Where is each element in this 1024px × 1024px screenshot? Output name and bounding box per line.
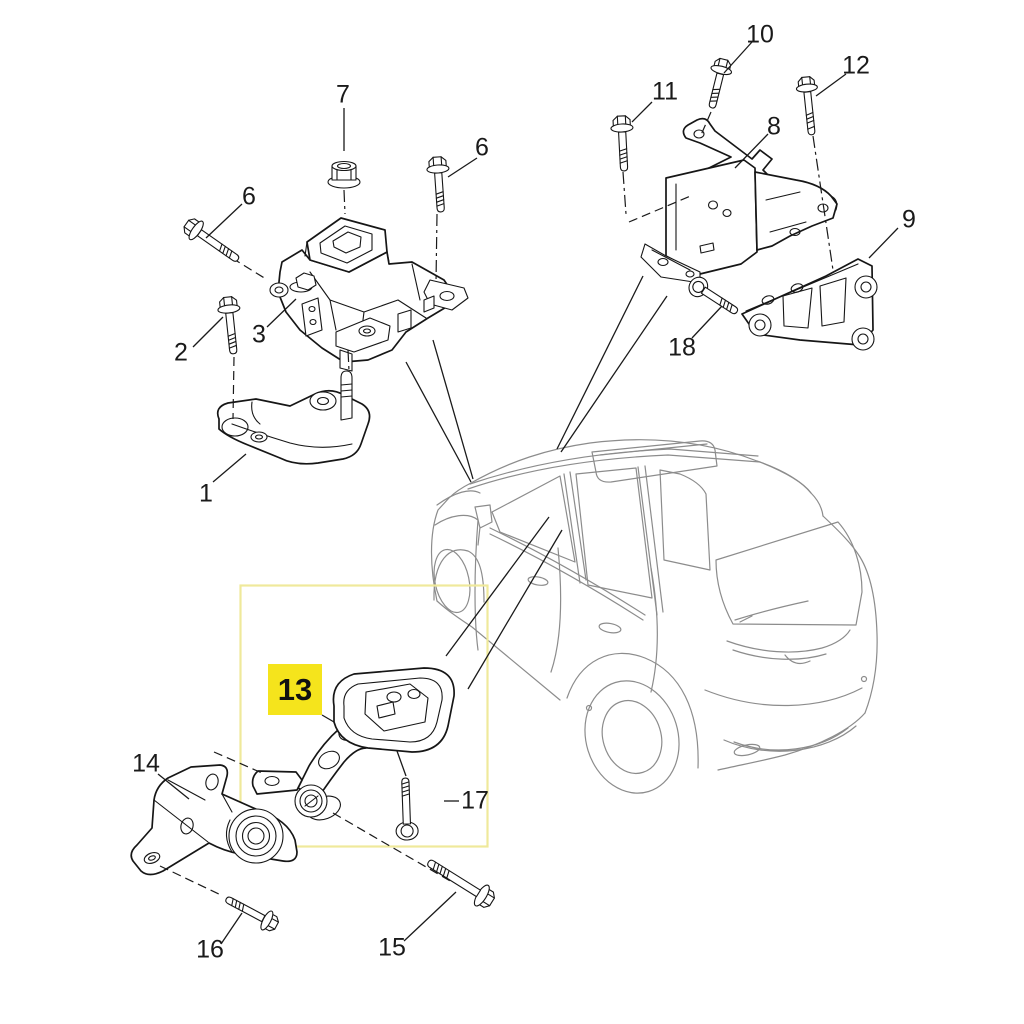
bolt-17 [395, 777, 419, 841]
callout-7: 7 [336, 80, 350, 109]
transmission-mount-assembly [640, 117, 878, 351]
callout-6-right: 6 [475, 133, 489, 162]
bolt-18 [688, 276, 739, 315]
nut-7 [327, 160, 361, 189]
torque-rod-assembly [130, 667, 455, 876]
callout-16: 16 [196, 935, 224, 964]
callout-1: 1 [199, 479, 213, 508]
pointer-lines [321, 275, 668, 737]
callout-10: 10 [746, 20, 774, 49]
callout-15: 15 [378, 933, 406, 962]
callout-18: 18 [668, 333, 696, 362]
callout-2: 2 [174, 338, 188, 367]
engine-mount-assembly [216, 217, 469, 465]
bolt-6-left [183, 218, 240, 262]
bolt-6-right [426, 156, 450, 213]
callout-3: 3 [252, 320, 266, 349]
bolt-15 [427, 859, 495, 908]
leader-lines [157, 41, 899, 945]
car-outline-drawing [430, 439, 878, 794]
highlight-badge-13: 13 [268, 664, 322, 715]
callout-9: 9 [902, 205, 916, 234]
highlight-box [239, 584, 489, 848]
fasteners [183, 57, 818, 932]
callout-6-left: 6 [242, 182, 256, 211]
callout-12: 12 [842, 51, 870, 80]
bolt-10 [708, 57, 733, 109]
bolt-2 [217, 296, 241, 355]
callout-17: 17 [461, 786, 489, 815]
bolt-12 [795, 76, 818, 136]
callout-8: 8 [767, 112, 781, 141]
bolt-11 [610, 115, 634, 172]
callout-14: 14 [132, 749, 160, 778]
callout-11: 11 [652, 77, 678, 106]
bolt-16 [225, 896, 280, 932]
centerlines [159, 111, 834, 897]
